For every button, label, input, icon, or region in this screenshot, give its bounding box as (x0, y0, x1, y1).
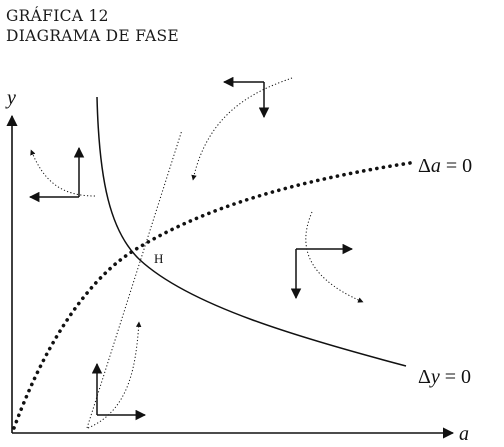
saddle-path (86, 129, 183, 429)
x-axis-label: a (459, 423, 469, 445)
figure-title: DIAGRAMA DE FASE (6, 27, 179, 45)
equilibrium-label: H (154, 251, 163, 266)
delta-a-zero-label: Δa = 0 (418, 155, 472, 177)
trajectory (30, 149, 96, 197)
direction-arrows-upper-left (28, 146, 96, 203)
trajectory (87, 321, 142, 429)
figure-label: GRÁFICA 12 (6, 7, 109, 25)
trajectory (305, 211, 364, 303)
direction-arrows-top (191, 76, 293, 181)
delta-y-zero-curve (96, 96, 407, 367)
trajectory (191, 77, 293, 181)
y-axis-label: y (5, 87, 16, 109)
figure-heading: GRÁFICA 12 DIAGRAMA DE FASE (6, 6, 179, 46)
direction-arrows-right (290, 211, 364, 303)
delta-y-zero-label: Δy = 0 (418, 366, 471, 388)
direction-arrows-lower-left (87, 321, 147, 429)
delta-a-zero-curve (12, 161, 412, 430)
